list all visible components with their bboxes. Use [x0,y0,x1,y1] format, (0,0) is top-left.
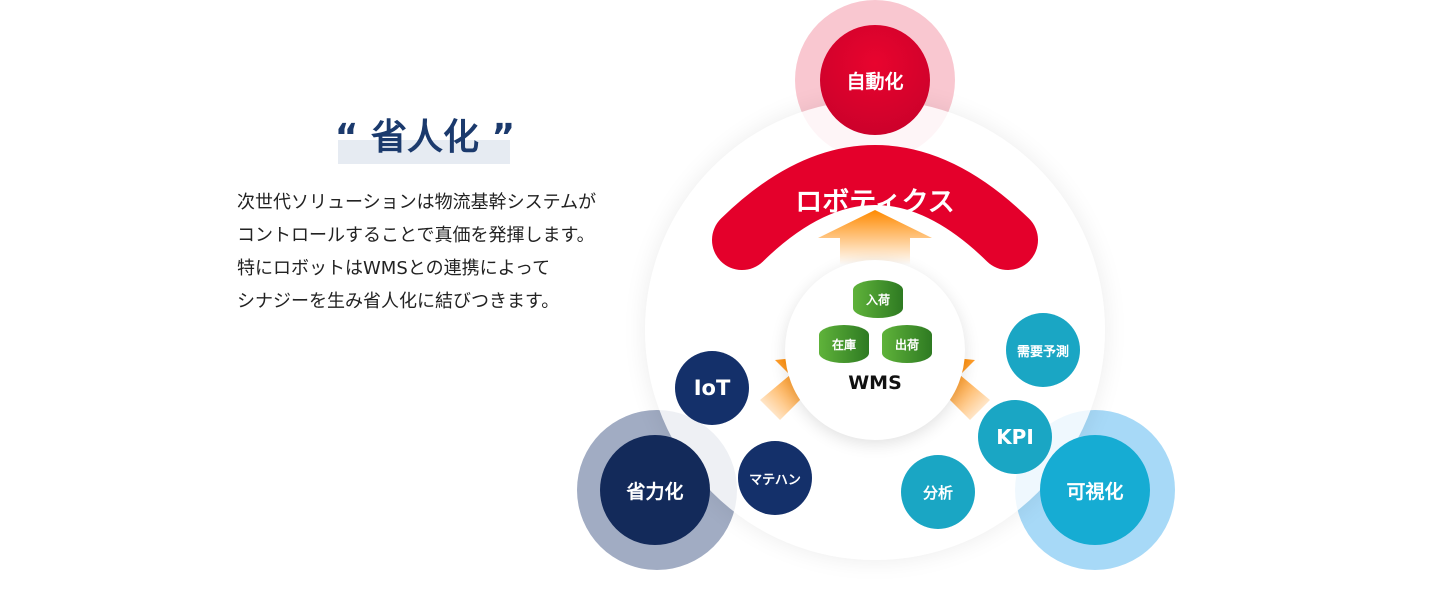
analysis-circle: 分析 [901,455,975,529]
iot-circle: IoT [675,351,749,425]
shipping-cylinder: 出荷 [882,325,932,363]
automation-circle: 自動化 [820,25,930,135]
kpi-circle: KPI [978,400,1052,474]
description-line: 次世代ソリューションは物流基幹システムが [237,192,597,213]
arrow-up [818,210,932,265]
heading: “ 省人化 ” [334,117,516,158]
material-handling-label: マテハン [749,472,801,488]
inventory-label: 在庫 [831,337,856,352]
shipping-label: 出荷 [894,337,919,352]
iot-label: IoT [693,376,731,400]
wms-label: WMS [848,372,902,394]
description: 次世代ソリューションは物流基幹システムがコントロールすることで真価を発揮します。… [237,186,596,318]
inventory-cylinder: 在庫 [819,325,869,363]
analysis-label: 分析 [922,483,953,502]
demand-forecast-circle: 需要予測 [1006,313,1080,387]
material-handling-circle: マテハン [738,441,812,515]
automation-label: 自動化 [846,70,904,93]
kpi-label: KPI [996,425,1034,449]
labor-saving-label: 省力化 [626,480,684,503]
heading-highlight [338,140,510,164]
visualization-label: 可視化 [1066,480,1124,503]
receiving-cylinder: 入荷 [853,280,903,318]
labor-saving-circle: 省力化 [600,435,710,545]
visualization-circle: 可視化 [1040,435,1150,545]
robotics-arch [712,145,1038,270]
description-line: シナジーを生み省人化に結びつきます。 [237,291,560,312]
description-line: 特にロボットはWMSとの連携によって [237,258,551,279]
demand-forecast-label: 需要予測 [1016,344,1069,360]
robotics-label: ロボティクス [795,187,955,218]
description-line: コントロールすることで真価を発揮します。 [237,225,595,246]
receiving-label: 入荷 [865,292,890,307]
